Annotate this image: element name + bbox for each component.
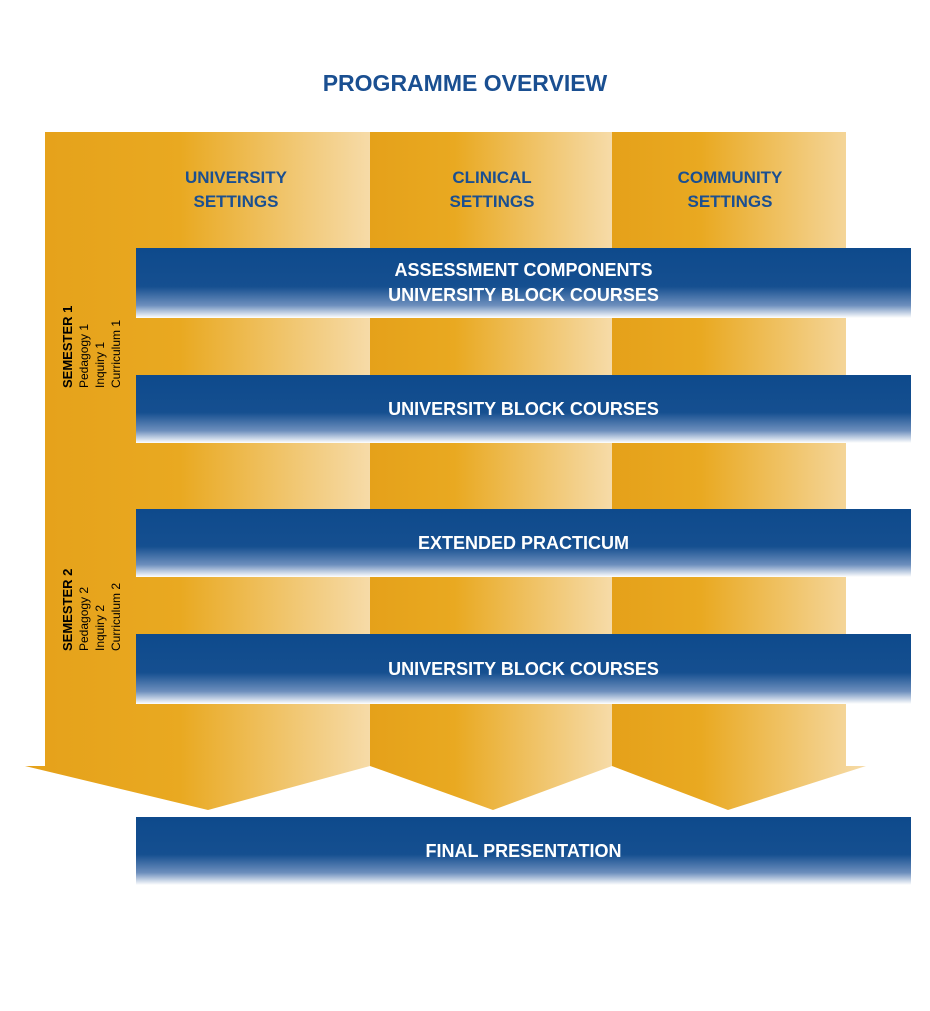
band-university-block-2: UNIVERSITY BLOCK COURSES (136, 634, 911, 704)
band-university-block-1: UNIVERSITY BLOCK COURSES (136, 375, 911, 443)
semester-2-label: SEMESTER 2 Pedagogy 2 Inquiry 2 Curricul… (60, 568, 123, 651)
clinical-arrow (370, 132, 612, 810)
community-arrow (612, 132, 866, 810)
semester-1-label: SEMESTER 1 Pedagogy 1 Inquiry 1 Curricul… (60, 305, 123, 388)
page-title: PROGRAMME OVERVIEW (322, 70, 608, 96)
band-extended-practicum: EXTENDED PRACTICUM (136, 509, 911, 577)
band-final-presentation: FINAL PRESENTATION (136, 817, 911, 885)
